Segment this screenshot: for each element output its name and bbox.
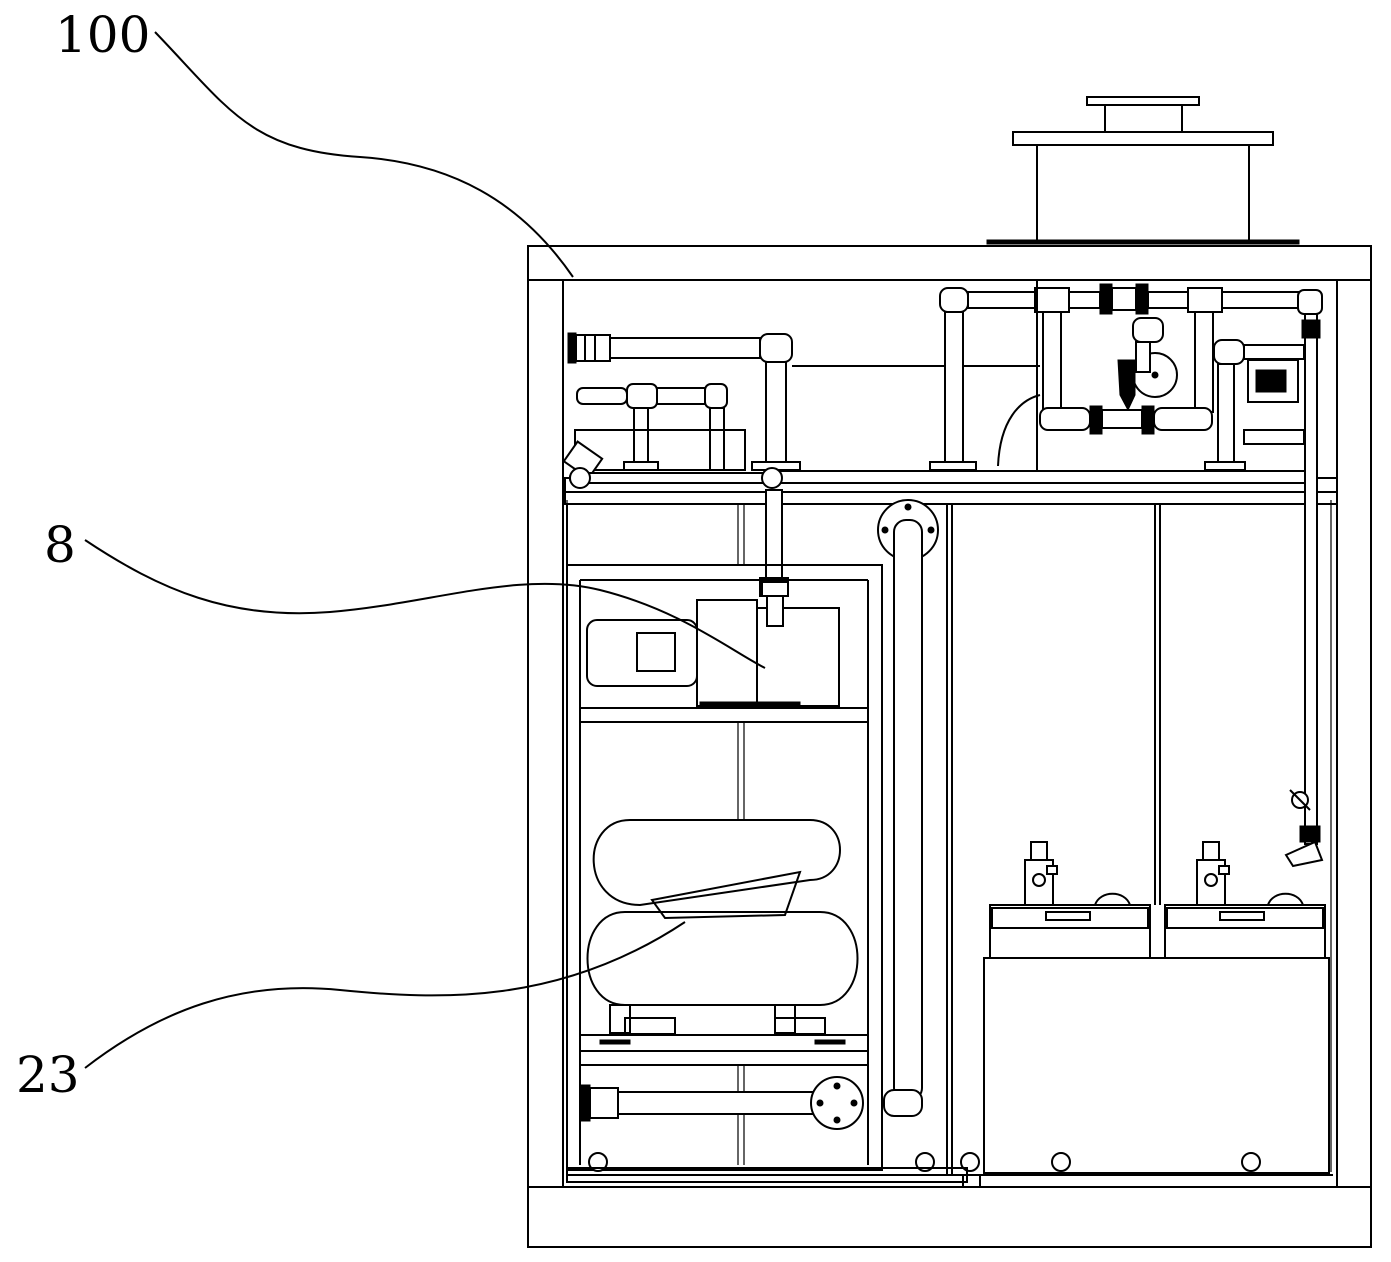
equipment-rack	[566, 504, 980, 1183]
callout-label-23: 23	[16, 1046, 80, 1104]
leader-line-23	[84, 921, 686, 1069]
component-8-motor-pump	[586, 581, 840, 707]
left-upper-piping	[562, 332, 1040, 480]
base-platform	[567, 1174, 1333, 1187]
chemical-tanks	[983, 841, 1330, 1174]
component-23-compressor	[586, 819, 859, 1045]
callout-label-8: 8	[44, 516, 76, 574]
upper-shelf	[564, 477, 1338, 1175]
top-vent-stack	[986, 96, 1300, 245]
lower-left-pipe	[579, 1076, 864, 1130]
leader-line-8	[84, 539, 766, 669]
right-upper-piping	[929, 280, 1324, 868]
callout-label-100: 100	[55, 6, 150, 64]
leader-line-100	[154, 31, 574, 278]
platform-piping	[569, 467, 1311, 597]
vertical-flange-pipe	[877, 499, 939, 1117]
